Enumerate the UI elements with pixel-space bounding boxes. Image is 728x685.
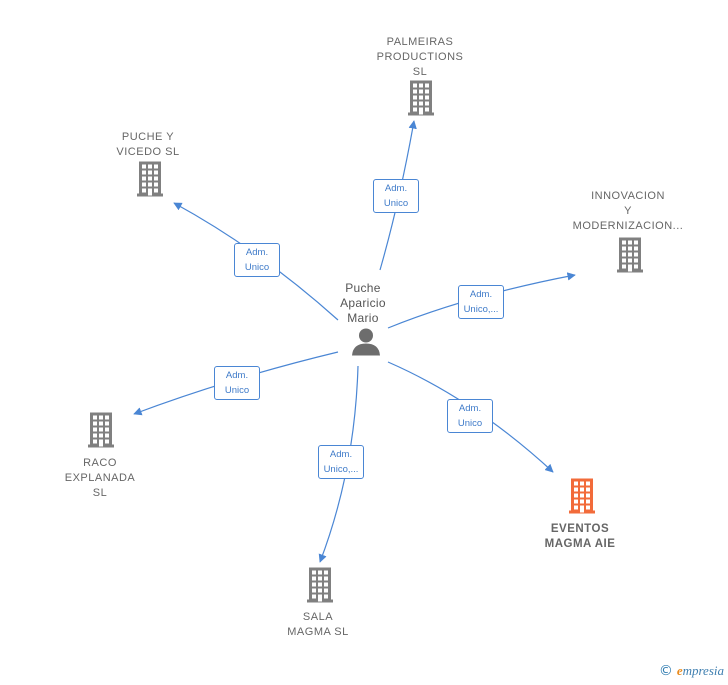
company-name-palmeiras[interactable]: PALMEIRAS PRODUCTIONS SL — [376, 36, 464, 78]
company-node-innovacion[interactable] — [614, 237, 646, 278]
brand-rest: mpresia — [682, 663, 724, 678]
role-label-puche-vicedo[interactable]: Adm. Unico — [234, 243, 280, 277]
brand-initial: e — [676, 663, 683, 678]
building-icon — [617, 237, 643, 273]
company-name-raco[interactable]: RACO EXPLANADA SL — [64, 457, 136, 499]
company-name-puche-vicedo[interactable]: PUCHE Y VICEDO SL — [116, 131, 180, 158]
role-label-palmeiras[interactable]: Adm. Unico — [373, 179, 419, 213]
building-icon — [569, 478, 595, 514]
empresia-watermark: ©empresia — [659, 663, 724, 679]
building-icon — [408, 80, 434, 116]
company-name-eventos[interactable]: EVENTOS MAGMA AIE — [544, 523, 616, 550]
person-icon — [352, 328, 380, 356]
company-node-sala[interactable] — [304, 567, 336, 608]
role-label-sala[interactable]: Adm. Unico,... — [318, 445, 364, 479]
building-icon — [88, 412, 114, 448]
company-node-raco[interactable] — [85, 412, 117, 453]
copyright-symbol: © — [658, 663, 673, 679]
role-label-eventos[interactable]: Adm. Unico — [447, 399, 493, 433]
company-name-innovacion[interactable]: INNOVACION Y MODERNIZACION... — [572, 190, 684, 232]
role-label-raco[interactable]: Adm. Unico — [214, 366, 260, 400]
building-icon — [137, 161, 163, 197]
company-node-puche-vicedo[interactable] — [134, 161, 166, 202]
company-node-eventos[interactable] — [566, 478, 598, 519]
building-icon — [307, 567, 333, 603]
person-name: Puche Aparicio Mario — [340, 281, 386, 325]
company-node-palmeiras[interactable] — [405, 80, 437, 121]
role-label-innovacion[interactable]: Adm. Unico,... — [458, 285, 504, 319]
person-node[interactable] — [351, 327, 381, 362]
company-name-sala[interactable]: SALA MAGMA SL — [287, 611, 349, 638]
